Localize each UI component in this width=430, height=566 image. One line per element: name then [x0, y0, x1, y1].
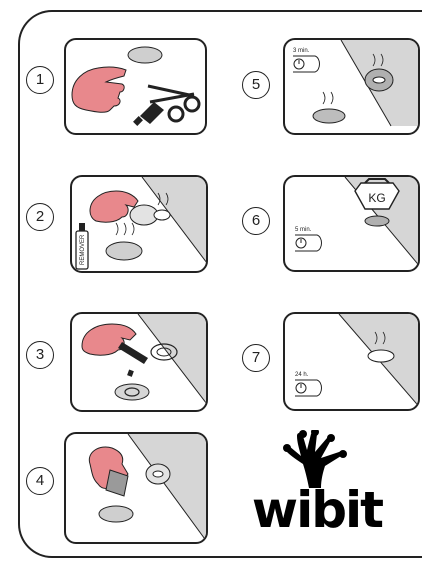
- glue-tube-icon: [118, 342, 148, 364]
- patch-icon: [128, 47, 162, 63]
- glue-tube-icon: [140, 102, 164, 124]
- step-4-illustration: [66, 434, 208, 544]
- patch-icon: [99, 506, 133, 522]
- step-7-panel: 24 h.: [283, 312, 420, 411]
- step-1-panel: [64, 38, 207, 135]
- step-4-number: 4: [26, 467, 54, 495]
- step-3-number: 3: [26, 341, 54, 369]
- step-5-illustration: 3 min.: [285, 40, 420, 135]
- wrist-watch-icon: [295, 235, 322, 251]
- logo-wordmark: wibit: [247, 482, 387, 538]
- time-label: 24 h.: [295, 372, 309, 378]
- time-label: 5 min.: [295, 227, 312, 233]
- weight-label: KG: [368, 191, 385, 205]
- step-3-panel: [70, 312, 208, 412]
- step-7-number-text: 7: [252, 349, 260, 366]
- step-4-number-text: 4: [36, 472, 44, 489]
- step-1-illustration: [66, 40, 207, 135]
- step-5-panel: 3 min.: [283, 38, 420, 135]
- wibit-logo: wibit: [247, 430, 387, 538]
- step-2-panel: REMOVER: [70, 175, 208, 273]
- step-1-number: 1: [26, 66, 54, 94]
- step-2-number-text: 2: [36, 208, 44, 225]
- step-4-panel: [64, 432, 208, 544]
- step-5-number-text: 5: [252, 76, 260, 93]
- step-6-number-text: 6: [252, 212, 260, 229]
- step-3-number-text: 3: [36, 346, 44, 363]
- wrist-watch-icon: [293, 56, 320, 72]
- step-6-illustration: KG 5 min.: [285, 177, 420, 272]
- step-7-number: 7: [242, 344, 270, 372]
- step-5-number: 5: [242, 71, 270, 99]
- step-1-number-text: 1: [36, 71, 44, 88]
- step-2-illustration: REMOVER: [72, 177, 208, 273]
- step-6-panel: KG 5 min.: [283, 175, 420, 272]
- step-2-number: 2: [26, 203, 54, 231]
- bottle-label: REMOVER: [80, 234, 86, 265]
- time-label: 3 min.: [293, 48, 310, 54]
- step-3-illustration: [72, 314, 208, 412]
- step-7-illustration: 24 h.: [285, 314, 420, 411]
- hand-icon: [72, 67, 126, 112]
- step-6-number: 6: [242, 207, 270, 235]
- wrist-watch-icon: [295, 380, 322, 396]
